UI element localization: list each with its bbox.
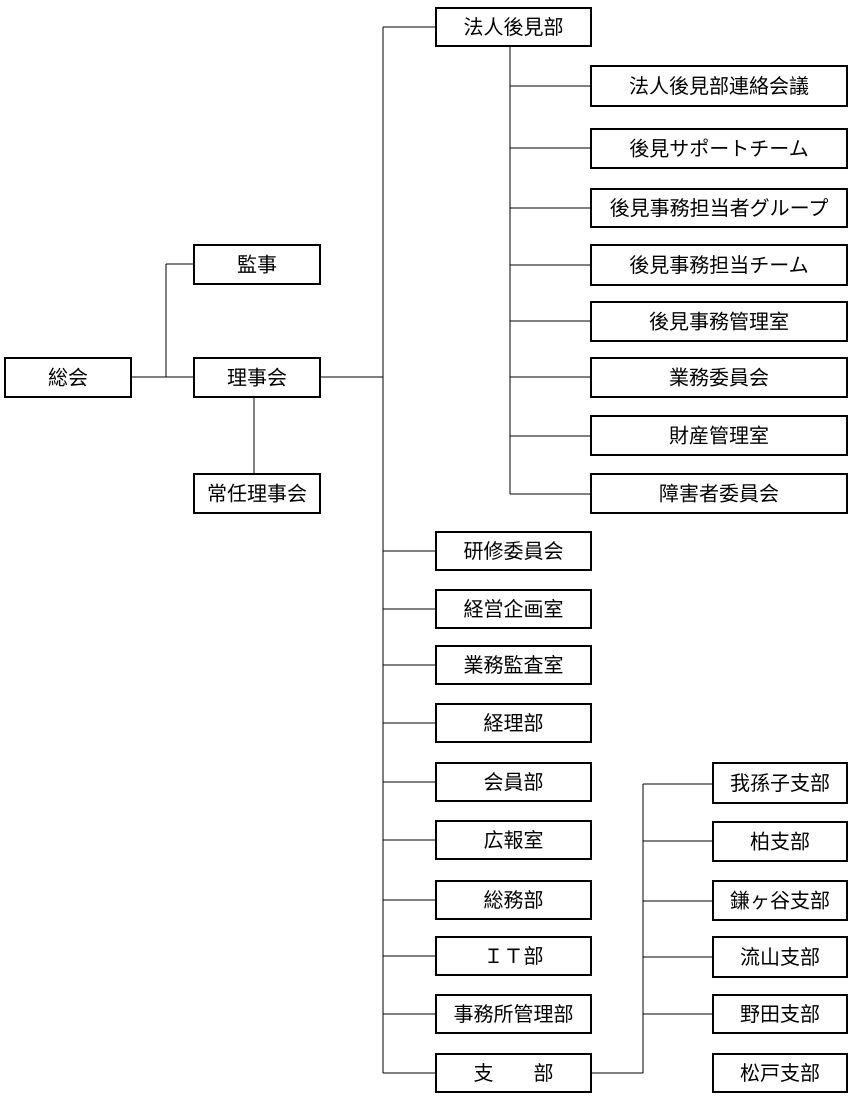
node-admin-group: 後見事務担当者グループ: [590, 188, 848, 228]
node-admin-team: 後見事務担当チーム: [590, 244, 848, 286]
node-accounting-dept: 経理部: [435, 703, 592, 743]
node-standing-board: 常任理事会: [193, 473, 321, 514]
node-membership-dept: 会員部: [435, 762, 592, 802]
node-label: 鎌ヶ谷支部: [730, 889, 830, 913]
node-label: 研修委員会: [464, 539, 564, 563]
node-planning-office: 経営企画室: [435, 589, 592, 629]
node-asset-office: 財産管理室: [590, 415, 848, 456]
node-label: 我孫子支部: [730, 771, 830, 795]
node-label: 柏支部: [750, 830, 810, 854]
node-label: 後見事務担当者グループ: [610, 196, 829, 220]
node-kamagaya-branch: 鎌ヶ谷支部: [712, 880, 848, 921]
node-label: 事務所管理部: [454, 1002, 574, 1026]
node-guardianship-liaison: 法人後見部連絡会議: [590, 65, 848, 107]
node-label: 後見事務管理室: [649, 310, 789, 334]
node-audit-office: 業務監査室: [435, 645, 592, 685]
node-noda-branch: 野田支部: [712, 994, 848, 1034]
node-auditor: 監事: [193, 244, 321, 285]
node-label: 監事: [237, 253, 277, 277]
node-label: 業務監査室: [464, 653, 564, 677]
node-label: 広報室: [484, 828, 544, 852]
node-label: 法人後見部: [464, 15, 564, 39]
node-guardianship-dept: 法人後見部: [435, 7, 592, 47]
node-label: 野田支部: [740, 1002, 820, 1026]
node-it-dept: ＩＴ部: [435, 936, 592, 976]
node-general-assembly: 総会: [4, 357, 132, 398]
node-kashiwa-branch: 柏支部: [712, 821, 848, 862]
node-label: 業務委員会: [669, 366, 769, 390]
node-label: 常任理事会: [207, 482, 307, 506]
node-label: 総務部: [484, 888, 544, 912]
node-operations-committee: 業務委員会: [590, 357, 848, 398]
node-label: 会員部: [484, 770, 544, 794]
node-label: 松戸支部: [740, 1061, 820, 1085]
node-label: 法人後見部連絡会議: [629, 74, 809, 98]
node-support-team: 後見サポートチーム: [590, 128, 848, 169]
node-label: ＩＴ部: [484, 944, 544, 968]
node-label: 経営企画室: [464, 597, 564, 621]
node-abiko-branch: 我孫子支部: [712, 762, 848, 804]
node-label: 経理部: [484, 711, 544, 735]
node-label: 障害者委員会: [659, 482, 779, 506]
node-disability-committee: 障害者委員会: [590, 473, 848, 514]
connectors: [131, 26, 713, 1074]
node-label: 流山支部: [740, 945, 820, 969]
node-label: 財産管理室: [669, 424, 769, 448]
node-label: 理事会: [227, 366, 287, 390]
node-pr-office: 広報室: [435, 820, 592, 860]
node-label: 後見事務担当チーム: [629, 253, 808, 277]
node-board: 理事会: [193, 357, 321, 398]
node-admin-office: 後見事務管理室: [590, 301, 848, 342]
node-general-affairs-dept: 総務部: [435, 880, 592, 920]
node-matsudo-branch: 松戸支部: [712, 1053, 848, 1093]
node-branches: 支 部: [435, 1053, 592, 1093]
node-nagareyama-branch: 流山支部: [712, 936, 848, 978]
node-office-mgmt-dept: 事務所管理部: [435, 994, 592, 1034]
node-training-committee: 研修委員会: [435, 531, 592, 571]
node-label: 支 部: [474, 1061, 554, 1085]
node-label: 後見サポートチーム: [629, 137, 808, 161]
node-label: 総会: [48, 366, 88, 390]
